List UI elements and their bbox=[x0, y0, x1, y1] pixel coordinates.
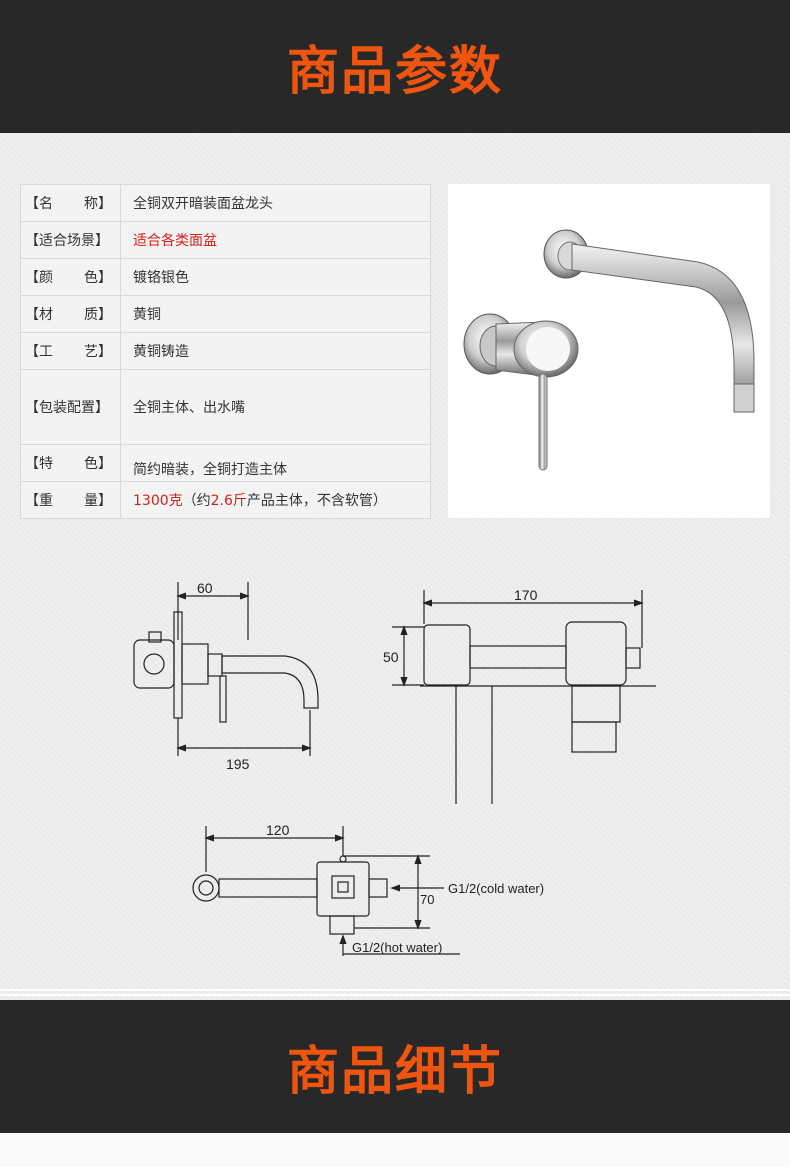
dim-70-label: 70 bbox=[420, 892, 434, 907]
spec-row: 【工艺】 黄铜铸造 bbox=[20, 332, 431, 370]
spec-table: 【名称】 全铜双开暗装面盆龙头 【适合场景】 适合各类面盆 【颜色】 镀铬银色 … bbox=[20, 184, 431, 519]
spec-row: 【特色】 简约暗装，全铜打造主体 bbox=[20, 444, 431, 482]
hot-water-label: G1/2(hot water) bbox=[352, 940, 442, 955]
dim-195-label: 195 bbox=[226, 756, 250, 772]
dim-60-label: 60 bbox=[197, 580, 213, 596]
spec-label: 【适合场景】 bbox=[20, 221, 121, 259]
cold-water-label: G1/2(cold water) bbox=[448, 881, 544, 896]
spec-row: 【颜色】 镀铬银色 bbox=[20, 258, 431, 296]
spec-label: 【重量】 bbox=[20, 481, 121, 519]
spec-label: 【特色】 bbox=[20, 444, 121, 482]
dim-50-label: 50 bbox=[383, 649, 399, 665]
spec-row: 【名称】 全铜双开暗装面盆龙头 bbox=[20, 184, 431, 222]
spec-row: 【适合场景】 适合各类面盆 bbox=[20, 221, 431, 259]
spec-row: 【包装配置】 全铜主体、出水嘴 bbox=[20, 369, 431, 445]
spec-value: 全铜双开暗装面盆龙头 bbox=[120, 184, 431, 222]
top-banner: 商品参数 bbox=[0, 0, 790, 133]
spec-label: 【材质】 bbox=[20, 295, 121, 333]
product-photo bbox=[448, 184, 770, 518]
spec-row: 【重量】 1300克（约2.6斤产品主体，不含软管） bbox=[20, 481, 431, 519]
spec-value: 黄铜 bbox=[120, 295, 431, 333]
bottom-banner: 商品细节 bbox=[0, 1000, 790, 1133]
spec-value: 简约暗装，全铜打造主体 bbox=[120, 444, 431, 482]
spec-value: 全铜主体、出水嘴 bbox=[120, 369, 431, 445]
dim-170-label: 170 bbox=[514, 587, 538, 603]
section-title: 商品细节 bbox=[286, 1042, 503, 1102]
bottom-strip bbox=[0, 1133, 790, 1167]
spec-label: 【包装配置】 bbox=[20, 369, 121, 445]
separator bbox=[0, 994, 790, 996]
spec-label: 【名称】 bbox=[20, 184, 121, 222]
spec-value: 黄铜铸造 bbox=[120, 332, 431, 370]
separator bbox=[0, 989, 790, 991]
spec-value: 适合各类面盆 bbox=[120, 221, 431, 259]
page-title: 商品参数 bbox=[286, 42, 503, 102]
spec-value: 镀铬银色 bbox=[120, 258, 431, 296]
spec-label: 【工艺】 bbox=[20, 332, 121, 370]
dim-120-label: 120 bbox=[266, 822, 290, 838]
faucet-image bbox=[463, 229, 755, 471]
spec-label: 【颜色】 bbox=[20, 258, 121, 296]
spec-row: 【材质】 黄铜 bbox=[20, 295, 431, 333]
spec-value: 1300克（约2.6斤产品主体，不含软管） bbox=[120, 481, 431, 519]
